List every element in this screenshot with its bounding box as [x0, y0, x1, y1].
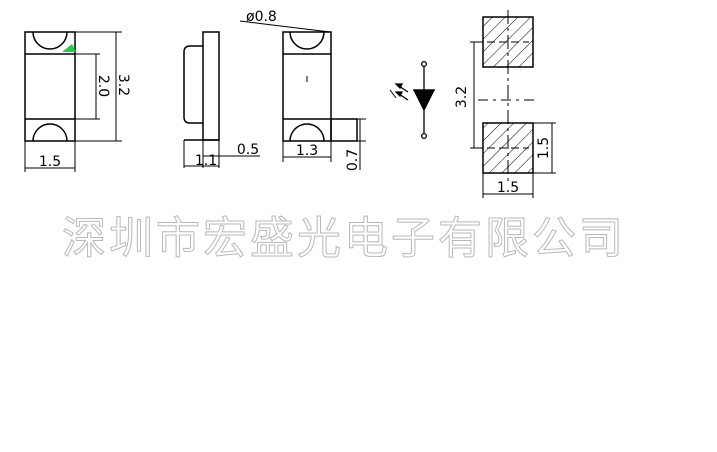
bottom-notch-bottom	[289, 123, 325, 142]
company-watermark: 深圳市宏盛光电子有限公司	[62, 213, 626, 265]
symbol-anode-dot	[420, 60, 428, 68]
front-body	[24, 31, 76, 142]
front-pad-span-label: 2.0	[95, 75, 111, 97]
led-symbol	[389, 60, 436, 140]
footprint-span-label: 3.2	[454, 86, 470, 108]
side-offset-label: 0.5	[237, 142, 259, 158]
footprint	[470, 10, 556, 198]
front-view	[24, 31, 76, 142]
bottom-notch-top	[289, 31, 325, 50]
polarity-indicator	[62, 44, 76, 52]
symbol-cathode-dot	[420, 132, 428, 140]
side-height-label: 1.1	[195, 153, 217, 169]
front-notch-top	[32, 31, 68, 50]
front-width-label: 1.5	[39, 154, 61, 170]
bottom-hole-label: ø0.8	[246, 9, 277, 25]
bottom-body	[282, 31, 332, 142]
bottom-tab-label: 0.7	[345, 149, 361, 171]
bottom-tab	[330, 118, 358, 142]
side-view	[183, 31, 220, 141]
bottom-view	[282, 31, 358, 142]
diode-triangle	[412, 89, 436, 112]
front-notch-bottom	[32, 123, 68, 142]
footprint-pad-height-label: 1.5	[536, 137, 552, 159]
side-body-lens	[183, 45, 203, 124]
bottom-dimensions	[239, 20, 366, 170]
side-body-main	[202, 31, 220, 141]
bottom-pad-width-label: 1.3	[296, 143, 318, 159]
footprint-pad-width-label: 1.5	[497, 180, 519, 196]
side-dimensions	[183, 140, 260, 168]
front-length-label: 3.2	[115, 74, 131, 96]
front-dimensions	[24, 31, 122, 172]
